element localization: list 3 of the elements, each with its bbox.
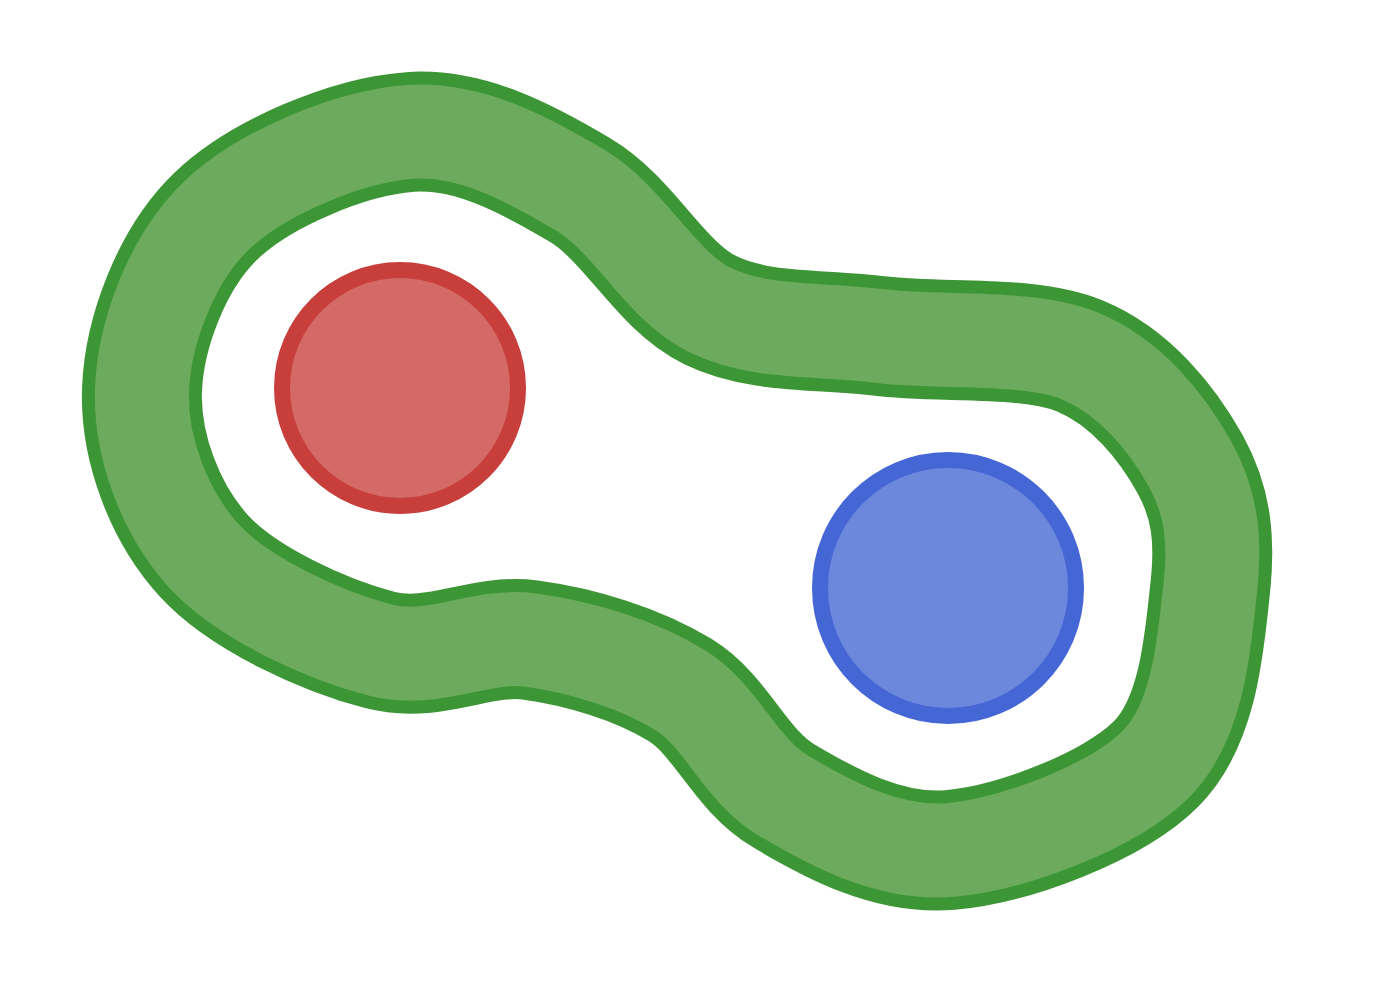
band (82, 71, 1273, 911)
circle (274, 262, 526, 514)
circle (812, 452, 1084, 724)
